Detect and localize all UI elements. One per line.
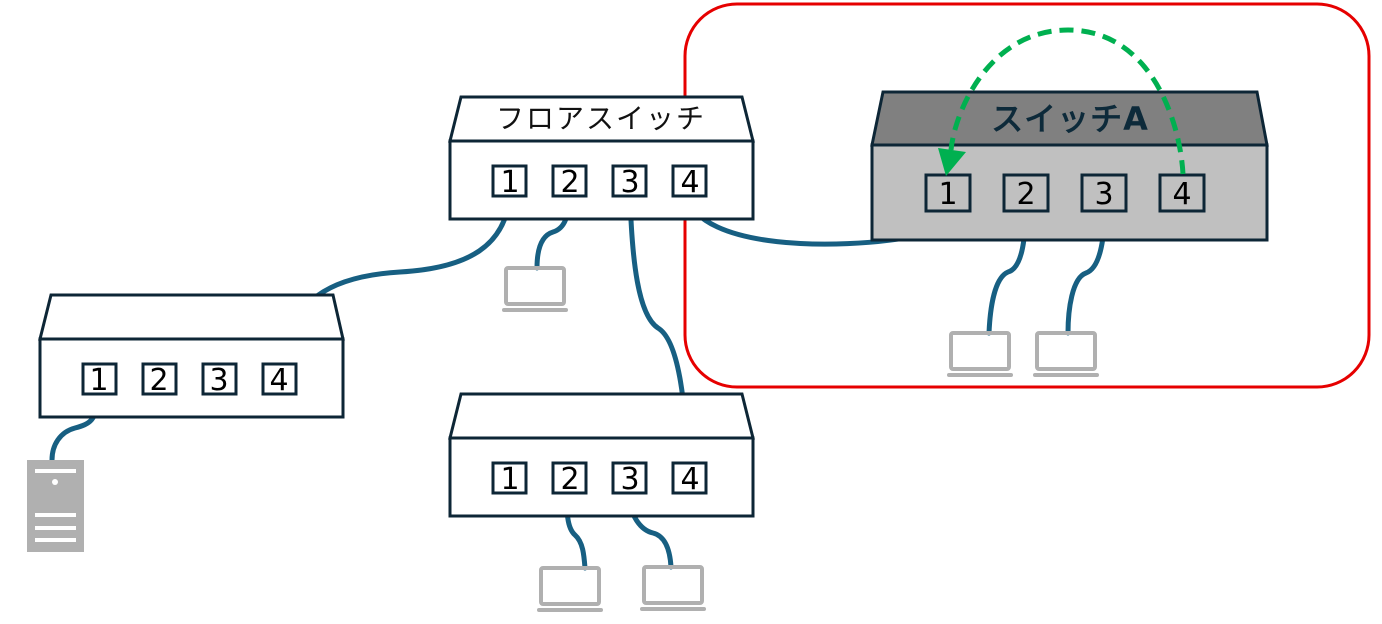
- floor-switch-label: フロアスイッチ: [496, 102, 706, 135]
- svg-text:2: 2: [560, 165, 579, 200]
- laptop-icon: [640, 565, 706, 611]
- laptop-icon: [1033, 331, 1099, 377]
- loop-arrowhead-icon: [938, 148, 966, 176]
- switch-a-port-4[interactable]: 4: [1158, 173, 1206, 213]
- laptop-icon: [502, 266, 568, 312]
- left-switch-port-4[interactable]: 4: [261, 362, 298, 398]
- switch-a-port-2[interactable]: 2: [1002, 173, 1050, 213]
- left-switch-port-3[interactable]: 3: [201, 362, 238, 398]
- switch-a[interactable]: スイッチA 1 2 3 4: [870, 90, 1269, 242]
- svg-text:1: 1: [500, 165, 519, 200]
- bottom-switch[interactable]: 1 2 3 4: [448, 392, 755, 518]
- left-switch-port-2[interactable]: 2: [141, 362, 178, 398]
- loop-arrow: [948, 27, 1186, 175]
- svg-text:3: 3: [1094, 177, 1113, 212]
- svg-text:3: 3: [620, 165, 639, 200]
- svg-text:1: 1: [938, 177, 957, 212]
- server-icon: [27, 460, 84, 552]
- svg-text:2: 2: [1016, 177, 1035, 212]
- left-switch-port-1[interactable]: 1: [81, 362, 118, 398]
- svg-text:1: 1: [500, 462, 519, 497]
- floor-switch-port-1[interactable]: 1: [491, 164, 528, 200]
- svg-text:2: 2: [149, 363, 168, 398]
- svg-text:3: 3: [620, 462, 639, 497]
- switch-a-port-1[interactable]: 1: [924, 173, 972, 213]
- svg-text:3: 3: [209, 363, 228, 398]
- switch-a-port-3[interactable]: 3: [1080, 173, 1128, 213]
- floor-switch[interactable]: フロアスイッチ 1 2 3 4: [448, 95, 755, 221]
- svg-text:4: 4: [269, 363, 288, 398]
- svg-text:4: 4: [680, 165, 699, 200]
- laptop-icon: [947, 331, 1013, 377]
- switch-a-label: スイッチA: [991, 100, 1149, 138]
- left-switch[interactable]: 1 2 3 4: [38, 293, 345, 419]
- bottom-switch-port-2[interactable]: 2: [551, 461, 588, 497]
- bottom-switch-top: [448, 392, 755, 440]
- left-switch-top: [38, 293, 345, 341]
- svg-text:2: 2: [560, 462, 579, 497]
- svg-text:4: 4: [1172, 177, 1191, 212]
- laptop-icon: [537, 566, 603, 612]
- svg-text:1: 1: [89, 363, 108, 398]
- floor-switch-port-4[interactable]: 4: [671, 164, 708, 200]
- floor-switch-port-2[interactable]: 2: [551, 164, 588, 200]
- svg-text:4: 4: [680, 462, 699, 497]
- bottom-switch-port-4[interactable]: 4: [671, 461, 708, 497]
- floor-switch-port-3[interactable]: 3: [611, 164, 648, 200]
- bottom-switch-port-1[interactable]: 1: [491, 461, 528, 497]
- bottom-switch-port-3[interactable]: 3: [611, 461, 648, 497]
